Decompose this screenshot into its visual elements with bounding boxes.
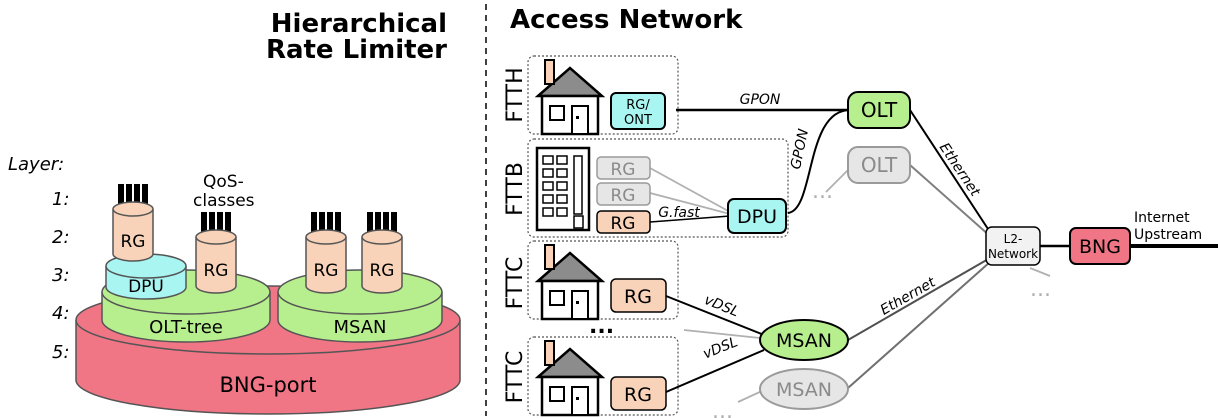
bng-port-label: BNG-port bbox=[219, 373, 316, 397]
layer-1: 1: bbox=[52, 189, 70, 210]
vdsl-link-label-2: vDSL bbox=[701, 334, 740, 362]
fttc-label-2: FTTC bbox=[503, 351, 528, 404]
ellipsis-msan: ... bbox=[712, 399, 733, 418]
apartment-building-icon bbox=[535, 146, 591, 232]
links bbox=[649, 108, 1218, 403]
ftth-group bbox=[527, 55, 679, 135]
msan-node-label-grey: MSAN bbox=[776, 379, 832, 401]
left-title-line2: Rate Limiter bbox=[266, 35, 447, 65]
rg-cylinder-msan-1 bbox=[305, 212, 347, 294]
bng-label: BNG bbox=[1079, 236, 1121, 258]
fttb-rg-node-2 bbox=[596, 182, 651, 206]
fttb-group bbox=[527, 138, 789, 238]
left-title-line1: Hierarchical bbox=[271, 9, 447, 39]
rg-ont-node bbox=[610, 92, 666, 130]
olt-node-grey bbox=[847, 146, 911, 184]
rg-cylinder-dpu bbox=[112, 184, 154, 262]
l2-label-line1: L2- bbox=[1004, 232, 1023, 246]
fttc-rg-node-1 bbox=[610, 278, 667, 313]
msan-node bbox=[759, 319, 849, 361]
olt-node bbox=[847, 91, 911, 129]
internet-label-line2: Upstream bbox=[1134, 227, 1202, 243]
fttc-group-2 bbox=[527, 336, 679, 416]
olt-tree-label: OLT-tree bbox=[149, 317, 223, 338]
rg-cylinder-msan-2 bbox=[361, 212, 403, 294]
vdsl-link-label-1: vDSL bbox=[702, 292, 741, 320]
ellipsis-olt: ... bbox=[812, 179, 833, 204]
rg-cyl-label-4: RG bbox=[370, 261, 395, 281]
rg-cyl-label-2: RG bbox=[204, 261, 229, 281]
fttb-rg-label-1: RG bbox=[611, 160, 636, 180]
ethernet-link-label-2: Ethernet bbox=[878, 274, 939, 318]
ftth-label: FTTH bbox=[503, 67, 528, 122]
rg-cylinder-olt bbox=[195, 212, 237, 294]
qos-label-line2: classes bbox=[193, 191, 255, 211]
msan-node-label: MSAN bbox=[776, 330, 832, 352]
fttc-label-1: FTTC bbox=[503, 257, 528, 310]
l2-label-line2: Network bbox=[988, 247, 1038, 261]
fttc-rg-label-2: RG bbox=[624, 384, 652, 406]
rg-cyl-label-1: RG bbox=[121, 232, 146, 252]
qos-label-line1: QoS- bbox=[203, 172, 244, 192]
gpon-link-label: GPON bbox=[740, 92, 781, 108]
ellipsis-l2: ... bbox=[1030, 277, 1051, 302]
fttb-rg-node-3 bbox=[596, 210, 651, 234]
dpu-cyl-label: DPU bbox=[128, 277, 164, 297]
right-title: Access Network bbox=[510, 5, 743, 35]
olt-label-grey: OLT bbox=[861, 153, 898, 177]
olt-label: OLT bbox=[861, 98, 898, 122]
layer-3: 3: bbox=[52, 265, 70, 286]
msan-node-grey bbox=[759, 368, 849, 410]
fttb-rg-label-2: RG bbox=[611, 186, 636, 206]
ethernet-link-label-1: Ethernet bbox=[936, 140, 983, 200]
msan-label: MSAN bbox=[333, 317, 386, 338]
l2-network-node bbox=[985, 226, 1041, 266]
fttc-rg-label-1: RG bbox=[624, 286, 652, 308]
bng-node bbox=[1069, 227, 1131, 265]
ellipsis-fttc: ... bbox=[589, 314, 614, 339]
fttc-rg-node-2 bbox=[610, 376, 667, 411]
layer-4: 4: bbox=[52, 303, 70, 324]
rg-ont-label-line2: ONT bbox=[624, 113, 652, 128]
dpu-label: DPU bbox=[737, 206, 777, 228]
layer-2: 2: bbox=[52, 227, 70, 248]
rg-cyl-label-3: RG bbox=[314, 261, 339, 281]
gfast-link-label: G.fast bbox=[658, 205, 700, 221]
ftth-house-icon bbox=[536, 58, 604, 136]
fttc-house-icon-2 bbox=[536, 339, 604, 417]
fttb-rg-label-3: RG bbox=[611, 214, 636, 234]
gpon-vertical-link-label: GPON bbox=[788, 127, 812, 171]
layer-heading: Layer: bbox=[8, 154, 64, 175]
rg-ont-label-line1: RG/ bbox=[626, 98, 650, 113]
dpu-node bbox=[727, 198, 787, 234]
fttc-house-icon-1 bbox=[536, 243, 604, 321]
layer-5: 5: bbox=[52, 342, 70, 363]
fttc-group-1 bbox=[527, 240, 679, 320]
fttb-label: FTTB bbox=[503, 162, 528, 216]
internet-label-line1: Internet bbox=[1134, 210, 1190, 226]
fttb-rg-node-1 bbox=[596, 156, 651, 180]
